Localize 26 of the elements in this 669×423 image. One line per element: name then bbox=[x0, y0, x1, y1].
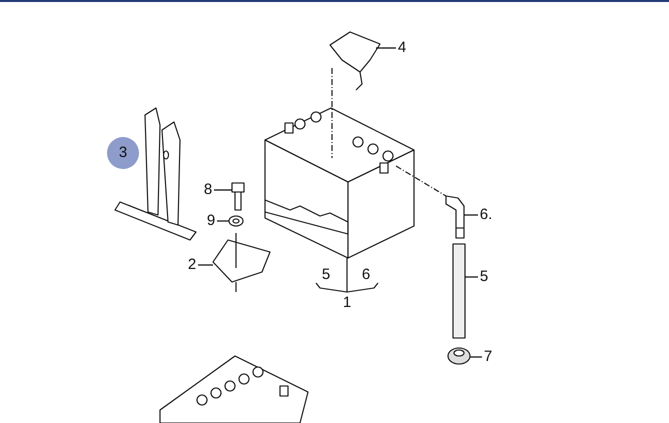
leader-line bbox=[217, 220, 229, 222]
leader-line bbox=[470, 356, 482, 358]
callout-number: 9 bbox=[205, 212, 217, 230]
callout-circle: 3 bbox=[107, 137, 139, 169]
holder-bracket-drawing bbox=[114, 107, 197, 241]
leader-line bbox=[465, 276, 478, 278]
leader-line bbox=[464, 214, 478, 216]
callout-number: 6 bbox=[360, 266, 372, 284]
callout-number: 8 bbox=[202, 181, 214, 199]
washer-drawing bbox=[228, 215, 244, 227]
leader-line bbox=[198, 264, 213, 266]
elbow-connector-drawing bbox=[445, 195, 465, 239]
bolt-drawing bbox=[231, 182, 245, 211]
callout-number: 5 bbox=[320, 266, 332, 284]
callout-number: 2 bbox=[186, 256, 198, 274]
terminal-cover-drawing bbox=[329, 31, 381, 90]
leader-line bbox=[214, 189, 232, 191]
callout-number: 7 bbox=[482, 348, 494, 366]
callout-number: 6. bbox=[478, 206, 494, 224]
vent-hose-drawing bbox=[452, 243, 466, 339]
clamp-plate-drawing bbox=[212, 233, 271, 292]
leader-line bbox=[376, 47, 396, 49]
callout-number: 1 bbox=[342, 294, 352, 312]
grommet-drawing bbox=[447, 347, 471, 365]
callout-number: 5 bbox=[478, 268, 490, 286]
callout-number: 4 bbox=[396, 39, 408, 57]
